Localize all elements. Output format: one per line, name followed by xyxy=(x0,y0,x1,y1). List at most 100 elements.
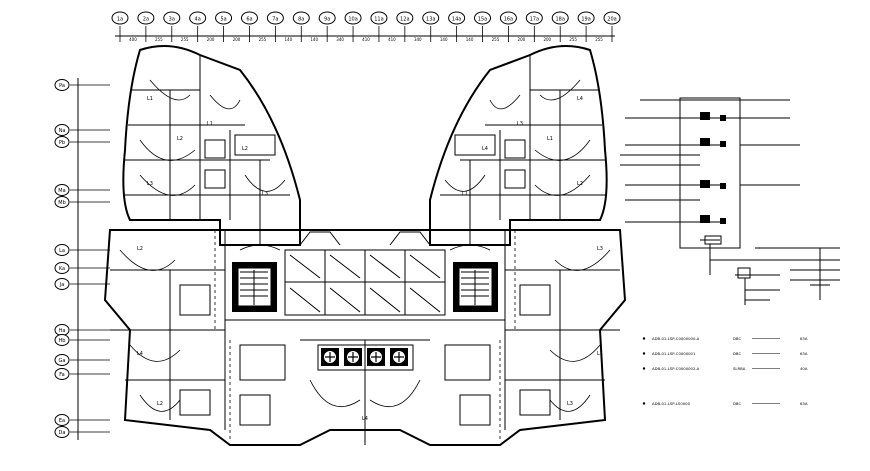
left-wing-partitions xyxy=(125,55,290,245)
central-partitions xyxy=(110,230,620,445)
top-dimension: 340 xyxy=(336,37,344,42)
schedule-rating: 63A xyxy=(800,401,808,406)
left-grid-bubble: Na xyxy=(54,124,110,136)
fan-units xyxy=(317,344,414,371)
top-dimension: 340 xyxy=(414,37,422,42)
top-grid-label: 13a xyxy=(426,17,435,23)
left-grid-bubble: Pa xyxy=(54,79,110,91)
top-grid-bubble: 7a xyxy=(266,11,284,42)
room-tag: L2 xyxy=(137,246,143,252)
top-dimension: 255 xyxy=(492,37,500,42)
schedule-type: DBC xyxy=(733,351,741,356)
top-grid-label: 8a xyxy=(298,17,304,23)
top-grid-label: 11a xyxy=(374,17,383,23)
room-tag: L1 xyxy=(547,136,553,142)
schedule-type: DBC xyxy=(733,401,741,406)
top-grid-bubble: 11a xyxy=(370,11,388,42)
top-grid-bubble: 16a xyxy=(499,11,517,42)
left-grid-label: Hb xyxy=(59,338,66,344)
room-tag: L3 xyxy=(147,181,153,187)
top-grid-bubble: 19a xyxy=(577,11,595,42)
schedule-rating: 63A xyxy=(800,351,808,356)
schedule-ref: ADB-01-LSP-LS0000 xyxy=(652,401,691,406)
top-dimension: 140 xyxy=(466,37,474,42)
top-grid-bubble: 14a xyxy=(448,11,466,42)
top-grid-label: 15a xyxy=(478,17,487,23)
top-grid-bubble: 17a xyxy=(525,11,543,42)
fan-unit xyxy=(390,348,408,366)
top-grid-label: 9a xyxy=(324,17,330,23)
top-grid-bubble: 2a xyxy=(137,11,155,42)
schedule-type: SLRBA xyxy=(733,366,746,371)
room-tag: L3 xyxy=(567,401,573,407)
top-grid-bubble: 15a xyxy=(474,11,492,42)
top-grid-bubble: 5a xyxy=(215,11,233,42)
left-grid-bubble: Ha xyxy=(54,324,110,336)
room-tag: L1 xyxy=(147,96,153,102)
left-grid-bubble: Da xyxy=(54,426,110,438)
top-dimension: 255 xyxy=(569,37,577,42)
left-grid-bubble: Hb xyxy=(54,334,110,346)
left-grid-bubble: Ma xyxy=(54,184,110,196)
schedule-rating: 40A xyxy=(800,366,808,371)
room-tag: L2 xyxy=(242,146,248,152)
room-tag: L3 xyxy=(262,191,268,197)
top-grid-bubble: 10a xyxy=(344,11,362,42)
top-grid-label: 14a xyxy=(452,17,461,23)
left-grid-label: Ga xyxy=(59,358,66,364)
service-core xyxy=(284,249,446,316)
left-grid-label: Ma xyxy=(58,188,65,194)
top-grid-bubble: 1a xyxy=(111,11,129,42)
top-grid-label: 3a xyxy=(169,17,175,23)
top-grid-bubble: 4a xyxy=(189,11,207,42)
room-tag: L2 xyxy=(577,181,583,187)
top-grid-label: 18a xyxy=(555,17,564,23)
top-dimension: 200 xyxy=(207,37,215,42)
top-dimension: 410 xyxy=(388,37,396,42)
central-body-outline xyxy=(103,229,627,446)
left-grid-label: Ja xyxy=(59,282,65,288)
room-tag: L4 xyxy=(362,416,368,422)
left-grid-bubble: La xyxy=(54,244,110,256)
top-dimension: 200 xyxy=(233,37,241,42)
room-tag: L3 xyxy=(517,121,523,127)
top-dimension: 200 xyxy=(518,37,526,42)
room-tag: L1 xyxy=(597,351,603,357)
top-dimension: 410 xyxy=(362,37,370,42)
top-dimension: 140 xyxy=(310,37,318,42)
circuit-wiring xyxy=(119,79,611,440)
top-dimension: 255 xyxy=(155,37,163,42)
top-grid-label: 7a xyxy=(272,17,278,23)
left-stair-core xyxy=(232,262,277,312)
top-grid-bubble: 20a xyxy=(603,11,621,42)
top-grid-bubble: 18a xyxy=(551,11,569,42)
left-grid-bubble: Ga xyxy=(54,354,110,366)
top-dimension: 255 xyxy=(259,37,267,42)
room-tag: L2 xyxy=(177,136,183,142)
schedule-rating: 63A xyxy=(800,336,808,341)
fan-unit xyxy=(321,348,339,366)
top-grid-label: 16a xyxy=(504,17,513,23)
room-tag: L4 xyxy=(577,96,583,102)
top-grid-label: 4a xyxy=(195,17,201,23)
top-grid-bubble: 9a xyxy=(318,11,336,42)
left-grid-label: Ka xyxy=(59,266,65,272)
left-grid-label: Mb xyxy=(58,200,66,206)
room-tag: L4 xyxy=(137,351,143,357)
top-grid-bubble: 12a xyxy=(396,11,414,42)
fan-unit xyxy=(344,348,362,366)
top-dimension: 400 xyxy=(129,37,137,42)
right-wing-outline xyxy=(429,45,608,246)
left-grid-label: Pa xyxy=(59,83,65,89)
right-stair-core xyxy=(453,262,498,312)
top-grid-bubble: 13a xyxy=(422,11,440,42)
top-grid-label: 20a xyxy=(607,17,616,23)
left-grid-label: Na xyxy=(59,128,66,134)
